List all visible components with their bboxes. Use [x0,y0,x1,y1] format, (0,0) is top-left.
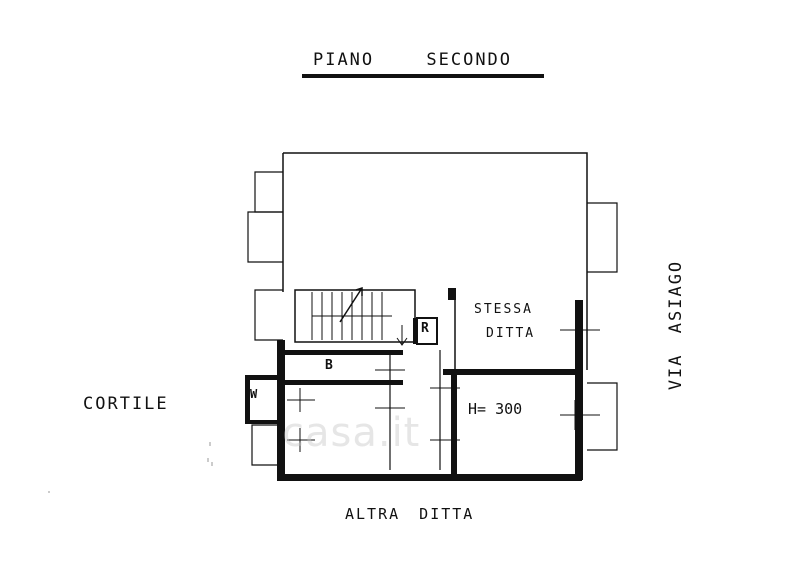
other-company-label: ALTRA DITTA [345,505,475,523]
window-left-mid [254,289,283,341]
room-r-label: R [421,321,431,336]
ceiling-height-label: H= 300 [468,400,523,418]
wall-r-side [413,318,418,344]
wall-mid-v [451,369,457,474]
courtyard-label: CORTILE [83,394,169,414]
window-right-upper [587,202,618,273]
outer-wall-upper [283,152,588,370]
wall-left-box-bottom [245,420,281,424]
door-mark-3 [375,396,405,420]
window-left-lower [251,424,283,466]
stair-arrow [339,286,363,323]
wall-b-top [283,350,403,355]
stair-treads [311,292,392,340]
street-label: VIA ASIAGO [666,259,686,391]
room-w-label: W [250,387,258,401]
wall-left-box [245,375,281,380]
same-company-label-line2: DITTA [486,326,536,341]
wall-bottom [277,474,582,481]
window-left-top [254,171,283,213]
wall-left-box-side [245,375,250,424]
wall-b-bottom [283,380,403,385]
door-mark-5 [430,428,460,452]
plan-title: PIANO SECONDO [312,50,513,70]
wall-left-lower [277,340,285,480]
same-company-label-line1: STESSA [474,302,533,317]
door-mark-1 [287,388,315,412]
room-b-label: B [325,358,335,373]
wall-mid-h [443,369,583,375]
door-mark-2 [287,428,315,452]
door-mark-4 [430,376,460,400]
wall-right-lower [575,300,583,480]
watermark: casa.it [282,410,421,456]
stair-outline [294,289,416,343]
door-mark-8 [375,356,405,384]
faint-mark-1 [207,442,213,466]
arrow-down [396,325,408,346]
window-left-upper [247,211,283,263]
door-mark-6 [560,400,600,430]
window-right-lower [587,382,618,451]
title-underline [302,74,544,78]
wall-upper-right-piece [448,288,456,300]
